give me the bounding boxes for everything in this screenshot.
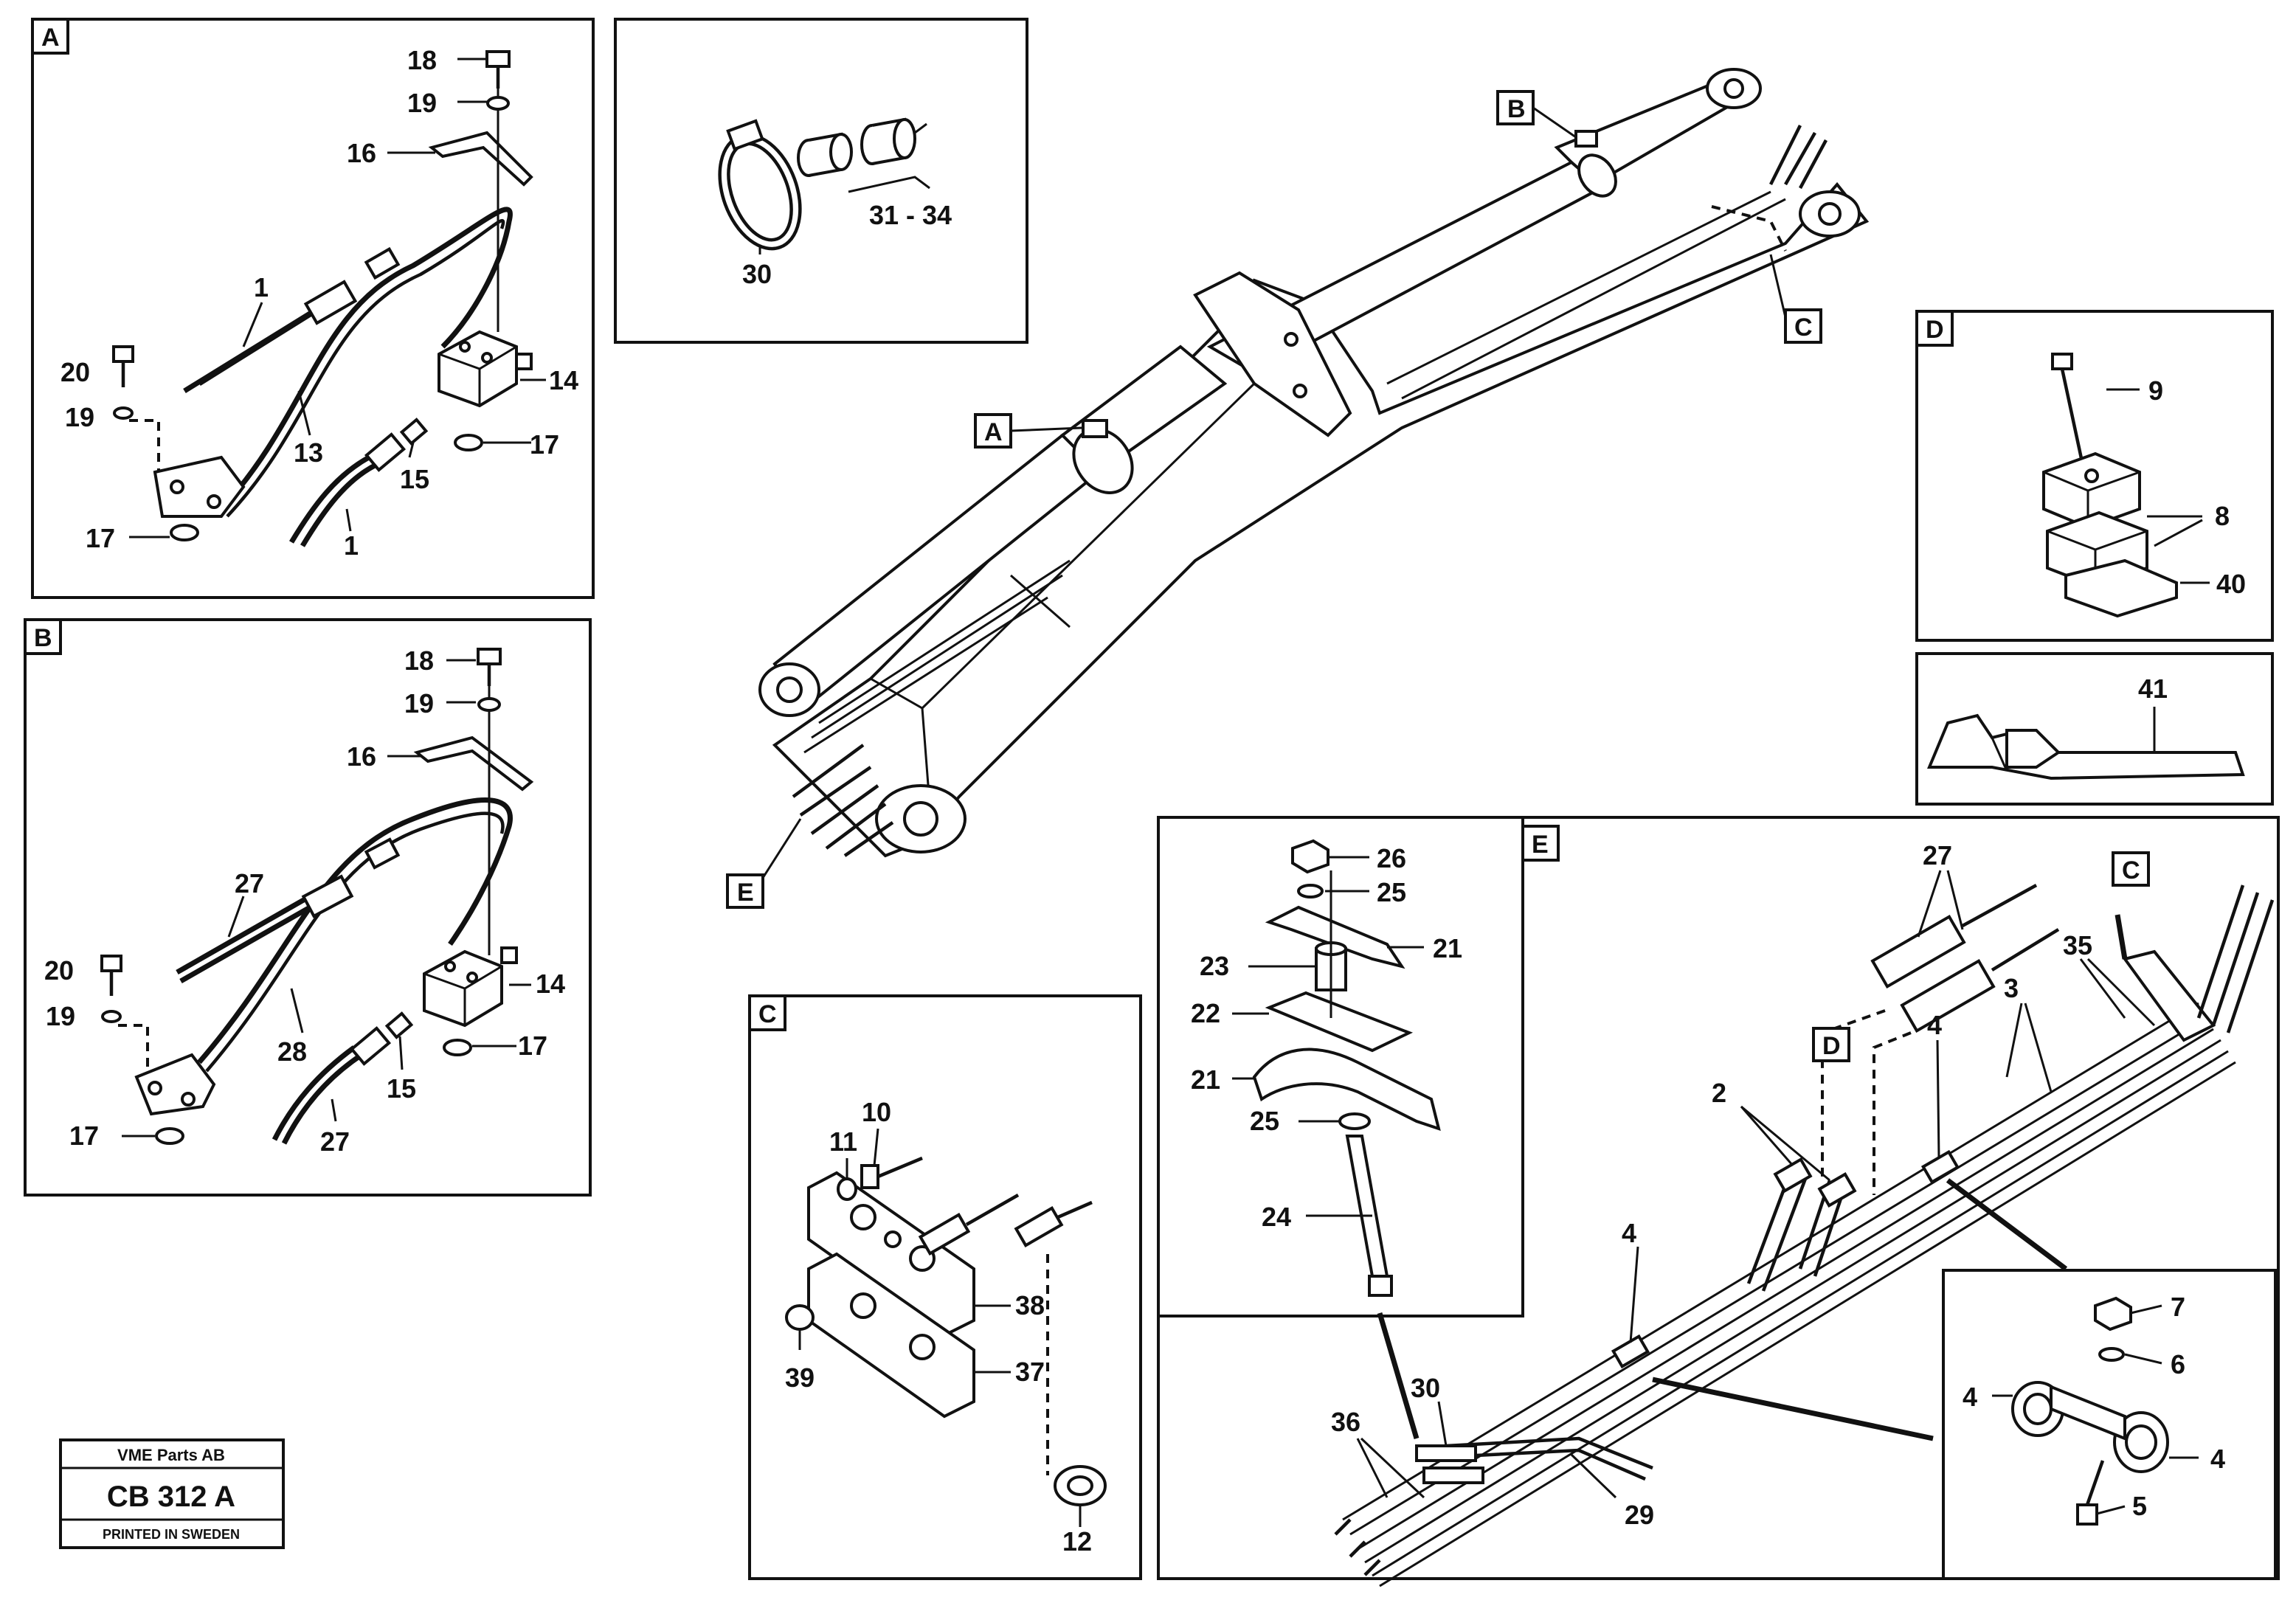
callout-8: 8 (2215, 501, 2230, 531)
callout-19-b-lower: 19 (46, 1001, 75, 1031)
callout-7: 7 (2171, 1292, 2185, 1322)
callout-26: 26 (1377, 843, 1406, 873)
callout-39: 39 (785, 1362, 815, 1393)
callout-3: 3 (2004, 973, 2019, 1003)
callout-18-a: 18 (407, 45, 437, 75)
panel-clamp: 31 - 34 30 (614, 18, 1028, 344)
callout-2: 2 (1712, 1078, 1726, 1108)
callout-40: 40 (2216, 569, 2246, 599)
callout-25-upper: 25 (1377, 877, 1406, 907)
callout-38: 38 (1015, 1290, 1045, 1320)
callout-20-b: 20 (44, 955, 74, 986)
callout-10: 10 (862, 1097, 891, 1127)
callout-13: 13 (294, 437, 323, 468)
logo-company: VME Parts AB (117, 1446, 225, 1464)
panel-e: E 26 25 21 23 22 21 25 24 (1157, 816, 2280, 1587)
callout-37: 37 (1015, 1357, 1045, 1387)
callout-22: 22 (1191, 998, 1220, 1028)
callout-16-b: 16 (347, 741, 376, 772)
callout-28: 28 (277, 1036, 307, 1067)
callout-1-a-lower: 1 (344, 530, 359, 561)
callout-17-a-right: 17 (530, 429, 559, 460)
panel-41: 41 (1915, 652, 2274, 806)
callout-19-a: 19 (407, 88, 437, 118)
callout-12: 12 (1062, 1526, 1092, 1557)
callout-30-top: 30 (742, 259, 772, 289)
callout-36: 36 (1331, 1407, 1360, 1437)
callout-17-b-right: 17 (518, 1031, 547, 1061)
panel-c-tag: C (758, 1000, 777, 1028)
callout-5: 5 (2132, 1491, 2147, 1521)
callout-27-b-upper: 27 (235, 868, 264, 898)
boom-tag-b: B (1507, 95, 1526, 123)
logo-code: CB 312 A (107, 1481, 235, 1513)
logo-printed: PRINTED IN SWEDEN (103, 1527, 240, 1542)
callout-15-b: 15 (387, 1073, 416, 1104)
callout-17-b-left: 17 (69, 1121, 99, 1151)
callout-27-b-lower: 27 (320, 1126, 350, 1157)
callout-15-a: 15 (400, 464, 429, 494)
callout-4-inset-right: 4 (2210, 1444, 2225, 1474)
boom-tag-e: E (737, 879, 754, 907)
callout-18-b: 18 (404, 645, 434, 676)
callout-23: 23 (1200, 951, 1229, 981)
panel-e-tag-d: D (1822, 1032, 1841, 1060)
panel-e-tag-c: C (2122, 856, 2140, 884)
vme-logo: VME Parts AB CB 312 A PRINTED IN SWEDEN (59, 1438, 285, 1549)
callout-1-a-upper: 1 (254, 272, 269, 302)
panel-b: B (24, 618, 592, 1197)
callout-20-a: 20 (60, 357, 90, 387)
boom-assembly: A B C E (726, 68, 1870, 909)
callout-4-e-lower: 4 (1622, 1218, 1636, 1248)
callout-27-e: 27 (1923, 840, 1952, 870)
callout-30-e: 30 (1411, 1373, 1440, 1403)
callout-16-a: 16 (347, 138, 376, 168)
callout-29: 29 (1625, 1500, 1654, 1530)
callout-41: 41 (2138, 674, 2168, 704)
callout-4-e-upper: 4 (1927, 1010, 1942, 1040)
panel-c: C 10 11 38 37 39 12 (748, 994, 1142, 1580)
callout-6: 6 (2171, 1349, 2185, 1379)
callout-25-lower: 25 (1250, 1106, 1279, 1136)
callout-4-inset-left: 4 (1963, 1382, 1977, 1412)
boom-tag-a: A (984, 418, 1003, 446)
callout-19-a-lower: 19 (65, 402, 94, 432)
callout-9: 9 (2148, 375, 2163, 406)
panel-a: A (31, 18, 595, 599)
panel-e-tag: E (1532, 831, 1549, 859)
callout-14-a: 14 (549, 365, 578, 395)
callout-14-b: 14 (536, 969, 565, 999)
panel-a-tag: A (41, 24, 60, 52)
panel-b-tag: B (34, 624, 52, 652)
callout-21-upper: 21 (1433, 933, 1462, 963)
callout-35: 35 (2063, 930, 2092, 960)
callout-24: 24 (1262, 1202, 1291, 1232)
callout-19-b: 19 (404, 688, 434, 719)
callout-21-lower: 21 (1191, 1064, 1220, 1095)
callout-17-a-left: 17 (86, 523, 115, 553)
boom-tag-c: C (1794, 314, 1813, 342)
callout-11: 11 (829, 1126, 857, 1157)
panel-d: D 9 8 40 (1915, 310, 2274, 642)
panel-d-tag: D (1926, 316, 1944, 344)
callout-31-34: 31 - 34 (869, 200, 952, 230)
